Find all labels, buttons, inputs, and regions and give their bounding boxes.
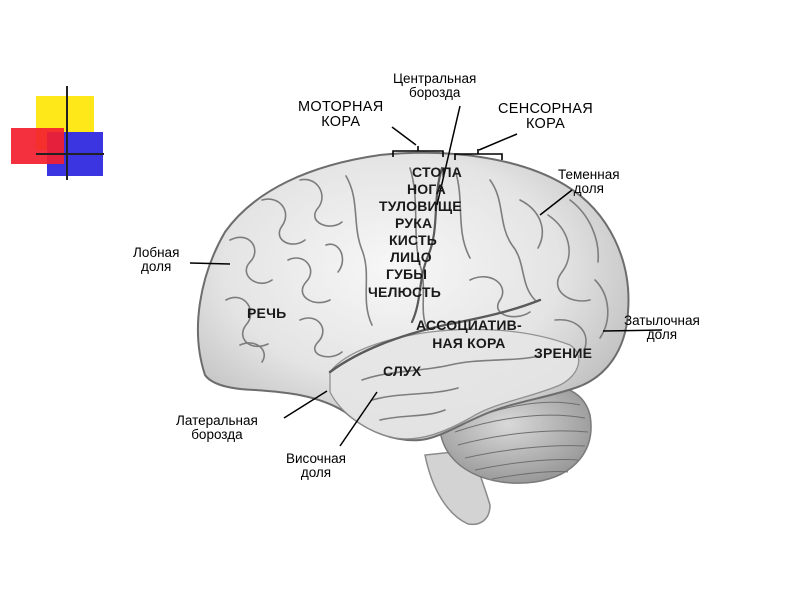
- speech-area-label: РЕЧЬ: [247, 305, 287, 321]
- leader-parietal-lobe: [539, 189, 573, 216]
- motor-cortex-bracket: [392, 146, 444, 157]
- sensory-cortex-label: СЕНСОРНАЯ КОРА: [498, 101, 594, 133]
- parietal-lobe-label: Теменная доля: [558, 167, 620, 197]
- corner-logo: [11, 86, 104, 180]
- leader-sensory-cortex: [478, 133, 518, 151]
- leader-occipital-lobe: [602, 329, 663, 332]
- temporal-lobe-outline: [329, 328, 580, 440]
- sensory-cortex-bracket: [454, 149, 503, 160]
- association-cortex-label: АССОЦИАТИВ- НАЯ КОРА: [416, 317, 522, 351]
- body-part-torso: ТУЛОВИЩЕ: [379, 198, 462, 214]
- leader-lateral-sulcus: [283, 390, 328, 419]
- body-part-hand: КИСТЬ: [389, 232, 437, 248]
- lateral-fissure: [328, 298, 542, 374]
- frontal-lobe-label: Лобная доля: [133, 245, 180, 275]
- gyri-sulci: [225, 167, 609, 421]
- occipital-lobe-label: Затылочная доля: [624, 313, 700, 343]
- hearing-area-label: СЛУХ: [383, 363, 422, 379]
- leader-lines: [189, 105, 663, 447]
- central-sulcus-label: Центральная борозда: [393, 71, 477, 101]
- body-part-leg: НОГА: [407, 181, 446, 197]
- central-sulcus-groove: [410, 166, 444, 324]
- body-part-lips: ГУБЫ: [386, 266, 428, 282]
- body-part-jaw: ЧЕЛЮСТЬ: [368, 284, 442, 300]
- body-part-foot: СТОПА: [412, 164, 463, 180]
- logo-red-square: [11, 128, 64, 164]
- temporal-lobe-label: Височная доля: [286, 451, 346, 481]
- vision-area-label: ЗРЕНИЕ: [534, 345, 593, 361]
- leader-motor-cortex: [391, 126, 417, 146]
- lateral-sulcus-label: Латеральная борозда: [176, 413, 258, 443]
- leader-temporal-lobe: [339, 391, 378, 447]
- body-part-face: ЛИЦО: [390, 249, 432, 265]
- leader-central-sulcus: [436, 105, 461, 206]
- leader-frontal-lobe: [189, 262, 231, 265]
- body-part-arm: РУКА: [395, 215, 433, 231]
- motor-cortex-label: МОТОРНАЯ КОРА: [298, 99, 384, 131]
